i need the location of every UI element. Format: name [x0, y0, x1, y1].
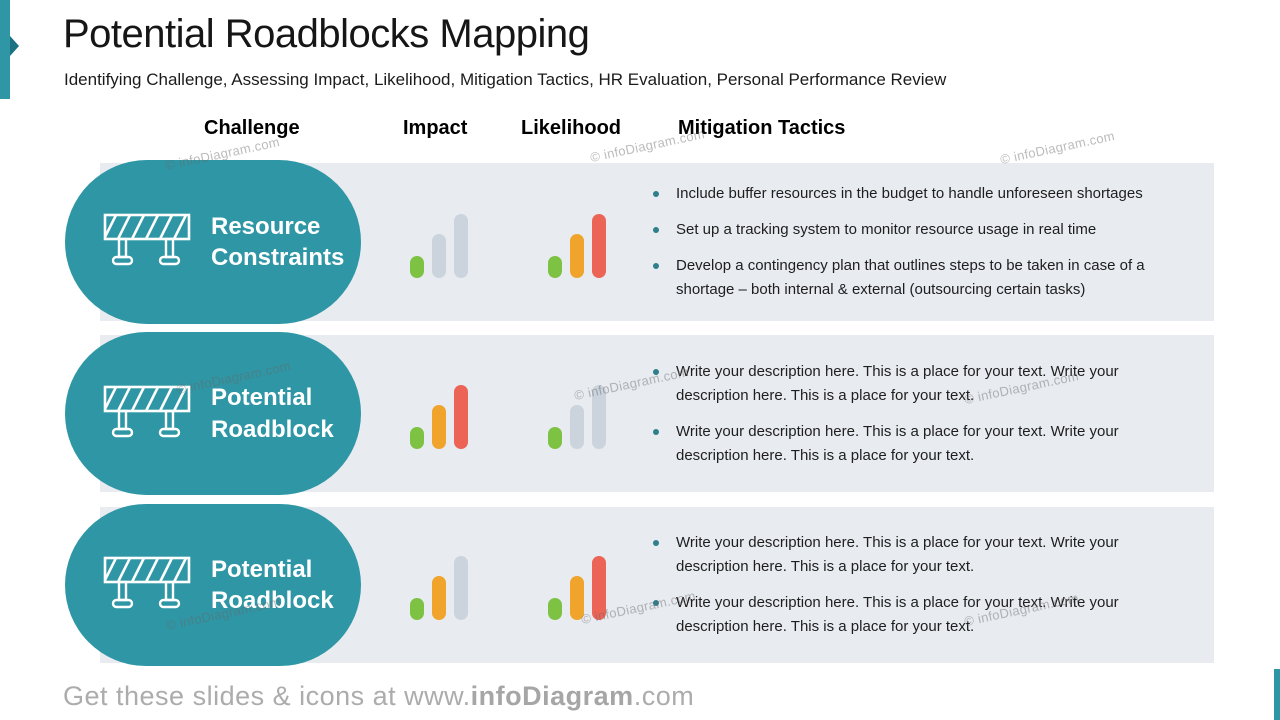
rating-bar-orange [570, 576, 584, 620]
row-band: Resource Constraints Include buffer reso… [65, 160, 1214, 324]
rating-bar-red [592, 214, 606, 278]
bullet-item: Write your description here. This is a p… [653, 360, 1194, 408]
challenge-label: Potential Roadblock [211, 384, 334, 443]
bullet-text: Write your description here. This is a p… [676, 362, 1119, 404]
roadblock-barrier-icon [101, 383, 193, 445]
bullet-dot-icon [653, 263, 659, 269]
likelihood-bars [548, 556, 606, 620]
challenge-pill: Potential Roadblock [65, 332, 361, 495]
challenge-pill: Resource Constraints [65, 160, 361, 324]
rating-bar-gray [432, 234, 446, 278]
bullet-item: Write your description here. This is a p… [653, 531, 1194, 579]
challenge-label: Resource Constraints [211, 212, 345, 271]
bullet-list: Write your description here. This is a p… [653, 531, 1194, 639]
rating-bar-orange [570, 234, 584, 278]
bullet-text: Write your description here. This is a p… [676, 534, 1119, 575]
page-subtitle: Identifying Challenge, Assessing Impact,… [64, 70, 947, 89]
bullet-dot-icon [653, 227, 659, 233]
bullet-list: Include buffer resources in the budget t… [653, 182, 1194, 302]
rating-bar-orange [432, 405, 446, 449]
watermark: © infoDiagram.com [998, 128, 1116, 167]
bullet-item: Set up a tracking system to monitor reso… [653, 218, 1194, 242]
footer-suffix: .com [633, 681, 695, 711]
row-band: Potential Roadblock Write your descripti… [65, 332, 1214, 495]
challenge-label: Potential Roadblock [211, 555, 334, 614]
rating-bar-green [410, 256, 424, 278]
roadblock-barrier-icon [101, 554, 193, 616]
bullet-dot-icon [653, 428, 659, 435]
bottom-right-accent-strip [1274, 669, 1280, 720]
bullet-text: Include buffer resources in the budget t… [676, 185, 1143, 202]
bullet-item: Develop a contingency plan that outlines… [653, 254, 1194, 302]
column-header-impact: Impact [403, 117, 468, 139]
bullet-dot-icon [653, 540, 659, 546]
bullet-dot-icon [653, 368, 659, 375]
rating-bar-green [548, 427, 562, 449]
rating-bar-orange [432, 576, 446, 620]
impact-bars [410, 214, 468, 278]
likelihood-bars [548, 214, 606, 278]
likelihood-bars [548, 385, 606, 449]
rating-bar-gray [592, 385, 606, 449]
rating-bar-gray [570, 405, 584, 449]
rating-bar-green [410, 598, 424, 620]
bullet-item: Write your description here. This is a p… [653, 420, 1194, 468]
rating-bar-green [410, 427, 424, 449]
footer-prefix: Get these slides & icons at www. [63, 681, 471, 711]
left-accent-bar [0, 0, 10, 99]
bullet-item: Write your description here. This is a p… [653, 591, 1194, 639]
column-header-challenge: Challenge [204, 117, 300, 139]
column-header-likelihood: Likelihood [521, 117, 621, 139]
column-header-mitigation: Mitigation Tactics [678, 117, 846, 139]
page-title: Potential Roadblocks Mapping [63, 12, 590, 56]
roadblock-barrier-icon [101, 211, 193, 273]
row-band: Potential Roadblock Write your descripti… [65, 504, 1214, 666]
rating-bar-green [548, 256, 562, 278]
bullet-item: Include buffer resources in the budget t… [653, 182, 1194, 206]
bullet-text: Write your description here. This is a p… [676, 422, 1119, 464]
rating-bar-gray [454, 214, 468, 278]
footer-brand: infoDiagram [470, 681, 634, 711]
bullet-dot-icon [653, 600, 659, 606]
rating-bar-gray [454, 556, 468, 620]
rating-bar-red [592, 556, 606, 620]
bullet-text: Set up a tracking system to monitor reso… [676, 221, 1097, 238]
chevron-right-icon [10, 36, 19, 56]
bullet-dot-icon [653, 191, 659, 197]
bullet-list: Write your description here. This is a p… [653, 360, 1194, 468]
bullet-text: Develop a contingency plan that outlines… [676, 257, 1145, 298]
rating-bar-green [548, 598, 562, 620]
bullet-text: Write your description here. This is a p… [676, 594, 1119, 635]
footer-promo-link[interactable]: Get these slides & icons at www.infoDiag… [63, 681, 694, 712]
impact-bars [410, 556, 468, 620]
rating-bar-red [454, 385, 468, 449]
challenge-pill: Potential Roadblock [65, 504, 361, 666]
impact-bars [410, 385, 468, 449]
